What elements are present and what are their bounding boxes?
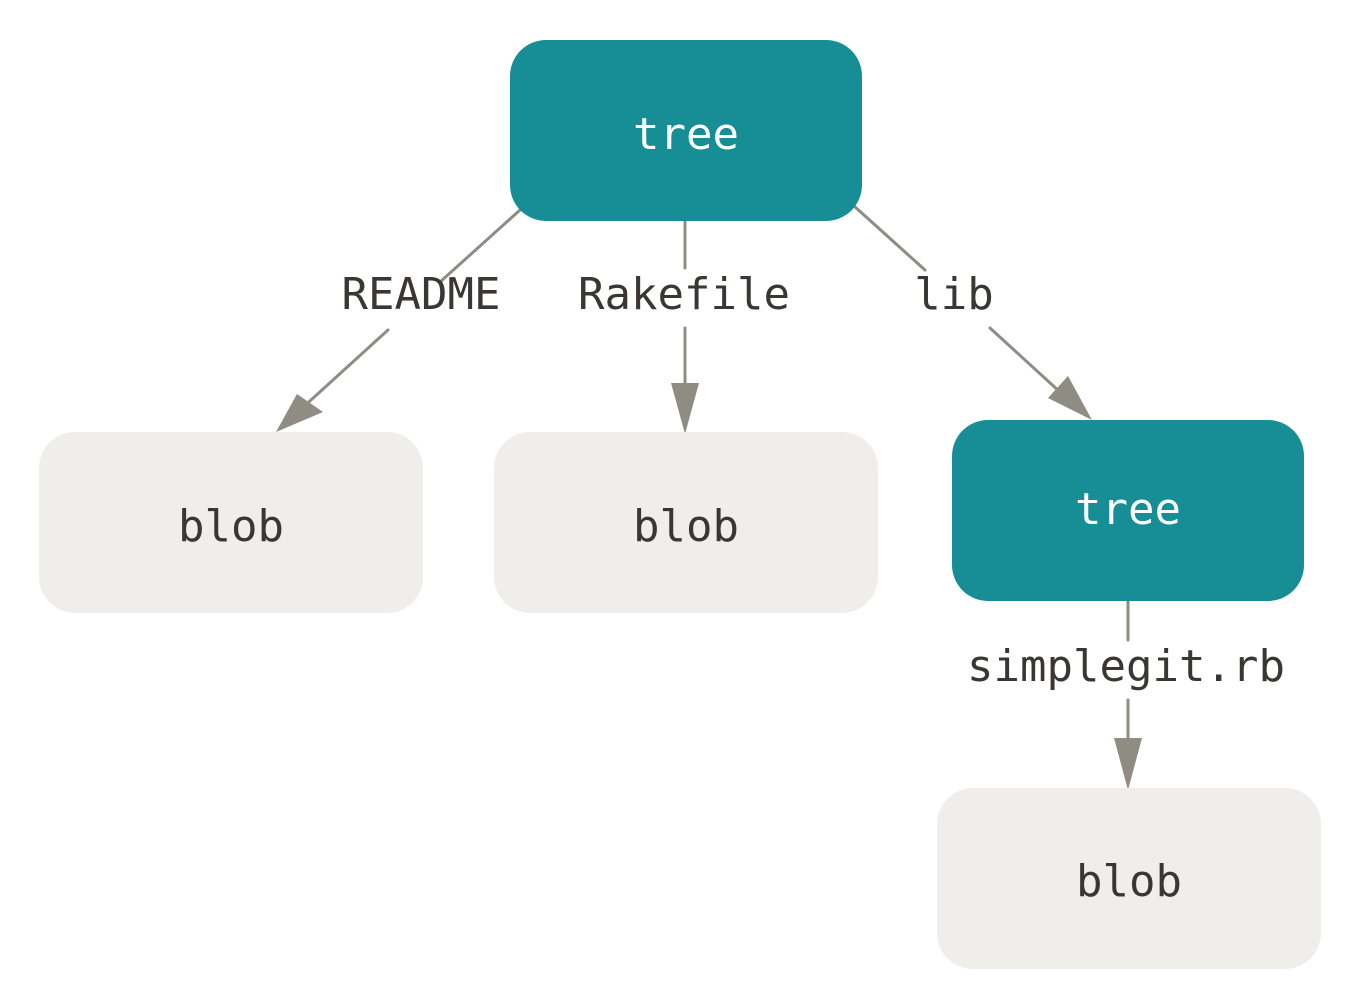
node-blob-readme-box xyxy=(39,432,423,613)
edges xyxy=(276,204,1142,790)
node-lib-tree-box xyxy=(952,420,1304,601)
node-blob-readme: blob xyxy=(39,432,423,613)
edge-label-readme: README xyxy=(342,269,501,320)
node-lib-tree-label: tree xyxy=(1075,484,1181,535)
edge-label-simplegit: simplegit.rb xyxy=(967,641,1285,692)
node-blob-rakefile-label: blob xyxy=(633,501,739,552)
node-root-tree-box xyxy=(510,40,862,221)
node-blob-rakefile-box xyxy=(494,432,878,613)
node-blob-simplegit-label: blob xyxy=(1076,856,1182,907)
node-root-tree-label: tree xyxy=(633,109,739,160)
arrowhead-rakefile xyxy=(671,383,699,434)
edge-label-lib: lib xyxy=(914,269,993,320)
node-blob-simplegit-box xyxy=(937,788,1321,969)
node-root-tree: tree xyxy=(510,40,862,221)
arrowhead-simplegit xyxy=(1114,738,1142,790)
edge-lib-lower xyxy=(988,326,1062,394)
arrowhead-readme xyxy=(276,394,323,432)
node-blob-readme-label: blob xyxy=(178,501,284,552)
edge-label-rakefile: Rakefile xyxy=(578,269,790,320)
edge-readme-lower xyxy=(298,328,390,412)
node-blob-simplegit: blob xyxy=(937,788,1321,969)
node-lib-tree: tree xyxy=(952,420,1304,601)
arrowhead-lib xyxy=(1048,376,1092,420)
edge-lib-upper xyxy=(852,204,927,272)
edge-readme-upper xyxy=(438,208,522,284)
node-blob-rakefile: blob xyxy=(494,432,878,613)
edge-labels: README Rakefile lib simplegit.rb xyxy=(342,269,1285,692)
